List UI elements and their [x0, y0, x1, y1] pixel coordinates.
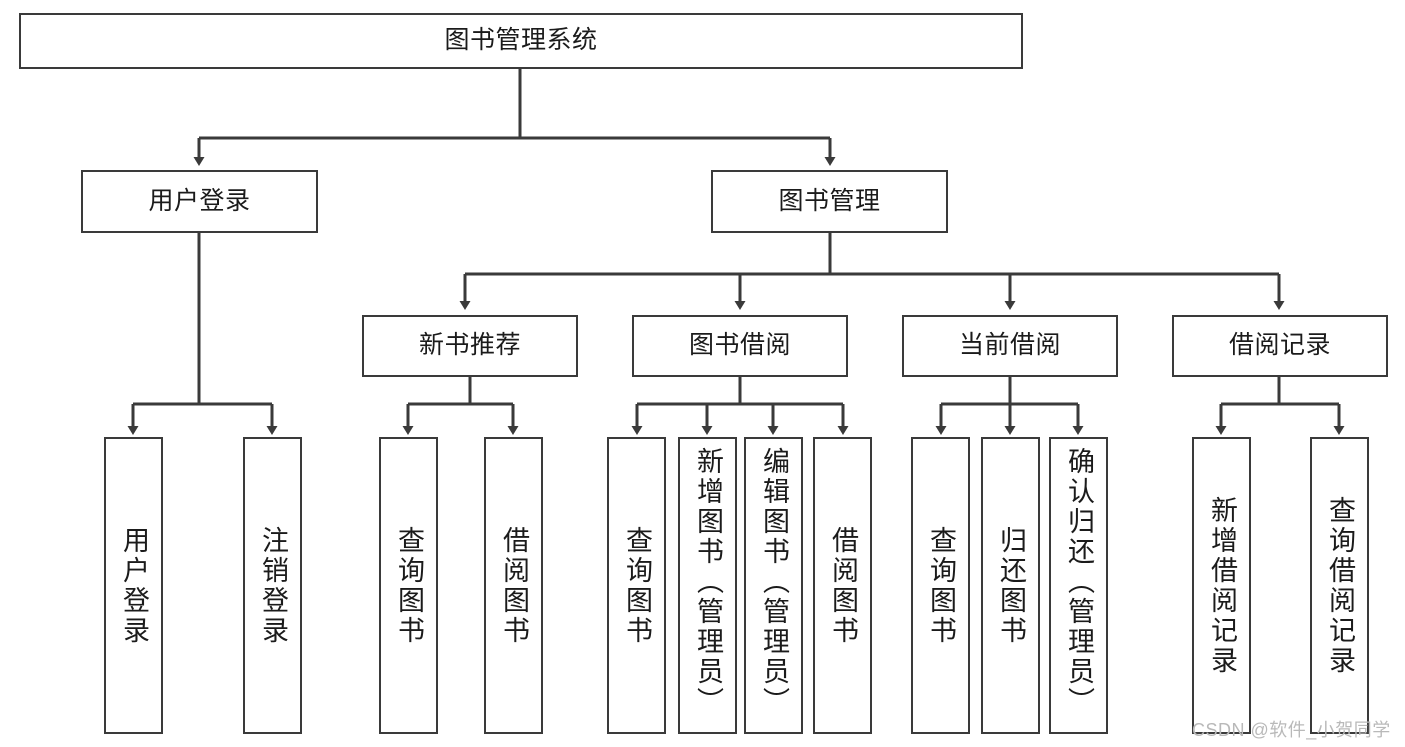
node-root[interactable]: 图书管理系统 [19, 13, 1023, 69]
leaf-query-book-3-label: 查询图书 [926, 525, 956, 646]
leaf-query-book-1-label: 查询图书 [394, 525, 424, 646]
leaf-user-login[interactable]: 用户登录 [104, 437, 163, 734]
leaf-borrow-book-2[interactable]: 借阅图书 [813, 437, 872, 734]
node-book-borrow[interactable]: 图书借阅 [632, 315, 848, 377]
leaf-logout-login[interactable]: 注销登录 [243, 437, 302, 734]
leaf-edit-book[interactable]: 编辑图书（管理员） [744, 437, 803, 734]
leaf-add-book-label: 新增图书（管理员） [693, 447, 723, 717]
leaf-user-login-label: 用户登录 [119, 525, 149, 646]
leaf-logout-login-label: 注销登录 [258, 525, 288, 646]
leaf-borrow-book-2-label: 借阅图书 [828, 525, 858, 646]
leaf-query-book-3[interactable]: 查询图书 [911, 437, 970, 734]
leaf-query-book-1[interactable]: 查询图书 [379, 437, 438, 734]
leaf-edit-book-label: 编辑图书（管理员） [759, 447, 789, 717]
leaf-return-book-label: 归还图书 [996, 525, 1026, 646]
leaf-add-book[interactable]: 新增图书（管理员） [678, 437, 737, 734]
leaf-confirm-return-label: 确认归还（管理员） [1064, 447, 1094, 717]
leaf-query-record-label: 查询借阅记录 [1325, 495, 1355, 676]
leaf-add-record[interactable]: 新增借阅记录 [1192, 437, 1251, 734]
leaf-query-book-2-label: 查询图书 [622, 525, 652, 646]
leaf-return-book[interactable]: 归还图书 [981, 437, 1040, 734]
node-current-borrow-label: 当前借阅 [958, 331, 1061, 360]
node-user-login-label: 用户登录 [148, 186, 251, 215]
leaf-query-book-2[interactable]: 查询图书 [607, 437, 666, 734]
node-book-management[interactable]: 图书管理 [711, 170, 948, 233]
leaf-query-record[interactable]: 查询借阅记录 [1310, 437, 1369, 734]
node-current-borrow[interactable]: 当前借阅 [902, 315, 1118, 377]
node-new-book-recommend-label: 新书推荐 [418, 331, 521, 360]
leaf-borrow-book-1-label: 借阅图书 [499, 525, 529, 646]
leaf-add-record-label: 新增借阅记录 [1207, 495, 1237, 676]
node-root-label: 图书管理系统 [444, 26, 598, 55]
node-book-management-label: 图书管理 [778, 186, 881, 215]
csdn-watermark: CSDN @软件_小贺同学 [1192, 720, 1391, 740]
node-new-book-recommend[interactable]: 新书推荐 [362, 315, 578, 377]
node-borrow-record-label: 借阅记录 [1228, 331, 1331, 360]
node-user-login[interactable]: 用户登录 [81, 170, 318, 233]
leaf-borrow-book-1[interactable]: 借阅图书 [484, 437, 543, 734]
node-borrow-record[interactable]: 借阅记录 [1172, 315, 1388, 377]
node-book-borrow-label: 图书借阅 [688, 331, 791, 360]
leaf-confirm-return[interactable]: 确认归还（管理员） [1049, 437, 1108, 734]
